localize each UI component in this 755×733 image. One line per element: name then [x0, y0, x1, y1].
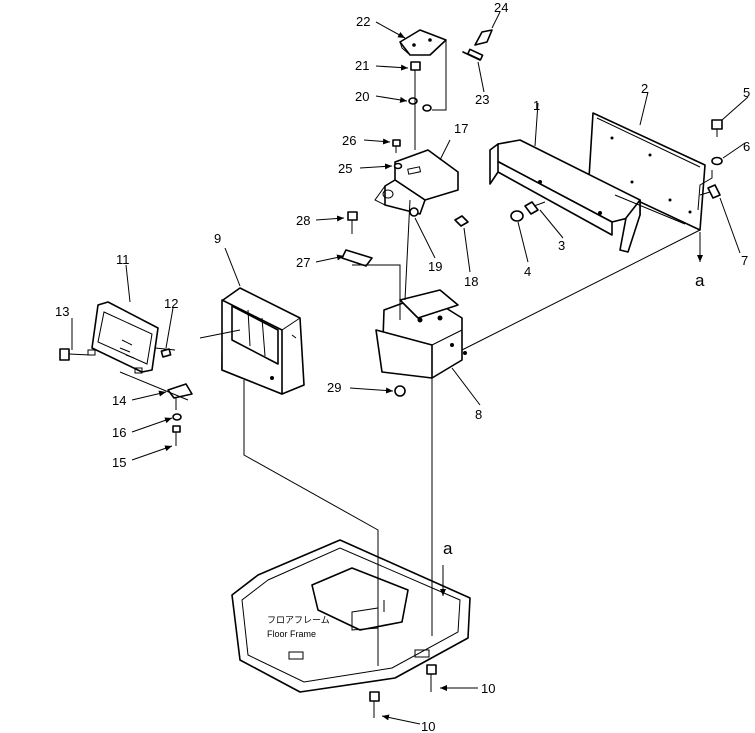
- callout-5: 5: [743, 85, 750, 100]
- floor-frame-label-jp: フロアフレーム: [267, 615, 330, 625]
- floor-frame-label-en: Floor Frame: [267, 629, 316, 639]
- section-mark-a-floor: a: [443, 539, 453, 558]
- callout-10-a: 10: [481, 681, 495, 696]
- callout-22: 22: [356, 14, 370, 29]
- callout-3: 3: [558, 238, 565, 253]
- callout-20: 20: [355, 89, 369, 104]
- callout-labels: 22 24 21 20 23 1 2 5 6 7 26 25 17 28 27 …: [55, 0, 750, 733]
- callout-4: 4: [524, 264, 531, 279]
- long-bracket: [489, 139, 641, 253]
- floor-frame: [231, 539, 471, 693]
- connection-lines: [119, 40, 703, 670]
- callout-7: 7: [741, 253, 748, 268]
- callout-24: 24: [494, 0, 508, 15]
- monitor-panel: [87, 301, 159, 374]
- callout-17: 17: [454, 121, 468, 136]
- callout-25: 25: [338, 161, 352, 176]
- callout-2: 2: [641, 81, 648, 96]
- callout-15: 15: [112, 455, 126, 470]
- callout-12: 12: [164, 296, 178, 311]
- callout-9: 9: [214, 231, 221, 246]
- callout-10-b: 10: [421, 719, 435, 733]
- callout-19: 19: [428, 259, 442, 274]
- callout-18: 18: [464, 274, 478, 289]
- callout-27: 27: [296, 255, 310, 270]
- wire-clip: [462, 29, 493, 61]
- callout-leaders: [71, 11, 749, 725]
- upper-bracket: [374, 149, 459, 215]
- callout-28: 28: [296, 213, 310, 228]
- callout-14: 14: [112, 393, 126, 408]
- small-plate: [399, 29, 447, 56]
- callout-13: 13: [55, 304, 69, 319]
- rear-plate: [588, 112, 706, 231]
- meter-box: [221, 287, 305, 395]
- hardware: [59, 61, 723, 718]
- callout-1: 1: [533, 98, 540, 113]
- callout-26: 26: [342, 133, 356, 148]
- callout-21: 21: [355, 58, 369, 73]
- callout-23: 23: [475, 92, 489, 107]
- console-box: [375, 289, 467, 379]
- section-mark-a-right: a: [695, 271, 705, 290]
- callout-6: 6: [743, 139, 750, 154]
- callout-11: 11: [116, 252, 130, 267]
- callout-16: 16: [112, 425, 126, 440]
- callout-8: 8: [475, 407, 482, 422]
- callout-29: 29: [327, 380, 341, 395]
